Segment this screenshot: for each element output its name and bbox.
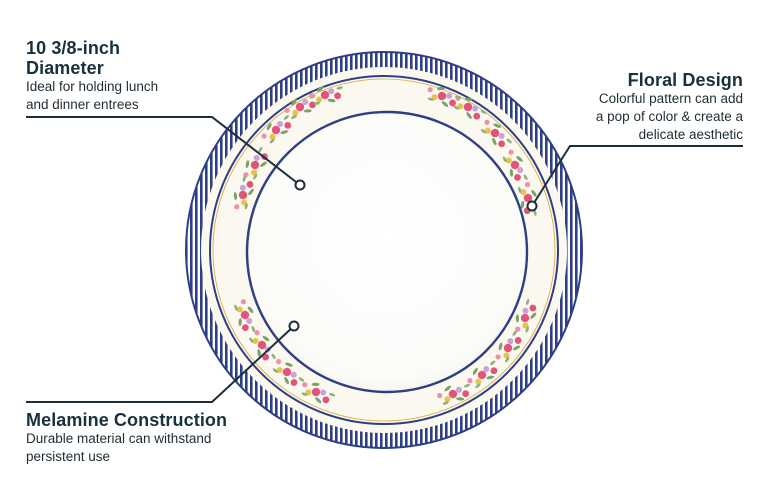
melamine-body-line1: Durable material can withstand [26, 431, 212, 446]
floral-callout: Floral Design Colorful pattern can add a… [543, 70, 743, 144]
diameter-title-line2: Diameter [26, 58, 104, 78]
plate-well-ring [245, 110, 529, 394]
melamine-leader-line [26, 325, 295, 403]
floral-leader-line [531, 145, 743, 207]
plate-center [249, 114, 525, 390]
melamine-body-line2: persistent use [26, 449, 111, 464]
melamine-marker-dot [288, 320, 300, 332]
diameter-callout: 10 3/8-inch Diameter Ideal for holding l… [26, 38, 226, 114]
melamine-callout: Melamine Construction Durable material c… [26, 410, 286, 466]
floral-title: Floral Design [627, 70, 743, 90]
melamine-title: Melamine Construction [26, 410, 228, 430]
floral-body-line1: Colorful pattern can add [598, 91, 743, 106]
diameter-title-line1: 10 3/8-inch [26, 38, 121, 58]
diameter-marker-dot [294, 179, 306, 191]
diameter-leader-line [26, 116, 301, 186]
floral-marker-dot [526, 200, 538, 212]
floral-body-line2: a pop of color & create a [595, 109, 743, 124]
floral-body-line3: delicate aesthetic [638, 127, 743, 142]
plate-border-ring [209, 75, 559, 425]
diameter-body-line1: Ideal for holding lunch [26, 79, 159, 94]
diameter-body-line2: and dinner entrees [26, 97, 139, 112]
